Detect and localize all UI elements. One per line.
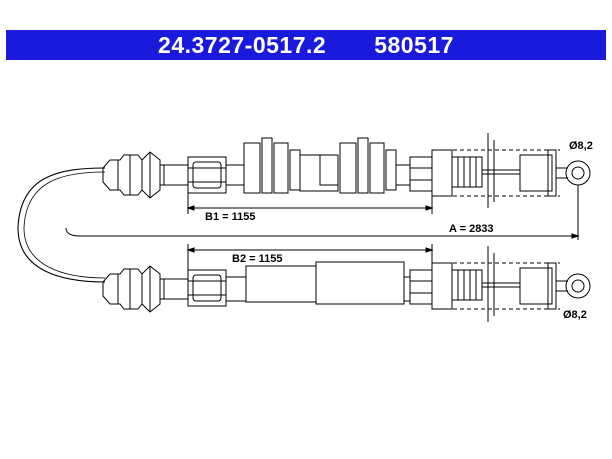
- dimension-a: [65, 185, 580, 240]
- label-b1: B1 = 1155: [205, 211, 255, 223]
- cable-loop: [17, 167, 106, 283]
- top-cable: [102, 133, 591, 208]
- label-b2: B2 = 1155: [232, 253, 282, 265]
- part-code: 580517: [374, 31, 454, 58]
- label-diameter-bottom: Ø8,2: [563, 309, 587, 321]
- top-eyelet: [565, 160, 591, 186]
- bottom-eyelet: [565, 273, 591, 299]
- label-a: A = 2833: [449, 223, 494, 235]
- bottom-cable: [102, 246, 591, 322]
- label-diameter-top: Ø8,2: [569, 140, 593, 152]
- dimension-b2: [186, 244, 434, 270]
- dimension-b1: [186, 193, 434, 214]
- part-number: 24.3727-0517.2: [158, 31, 327, 58]
- title-banner: 24.3727-0517.2 580517: [6, 30, 606, 60]
